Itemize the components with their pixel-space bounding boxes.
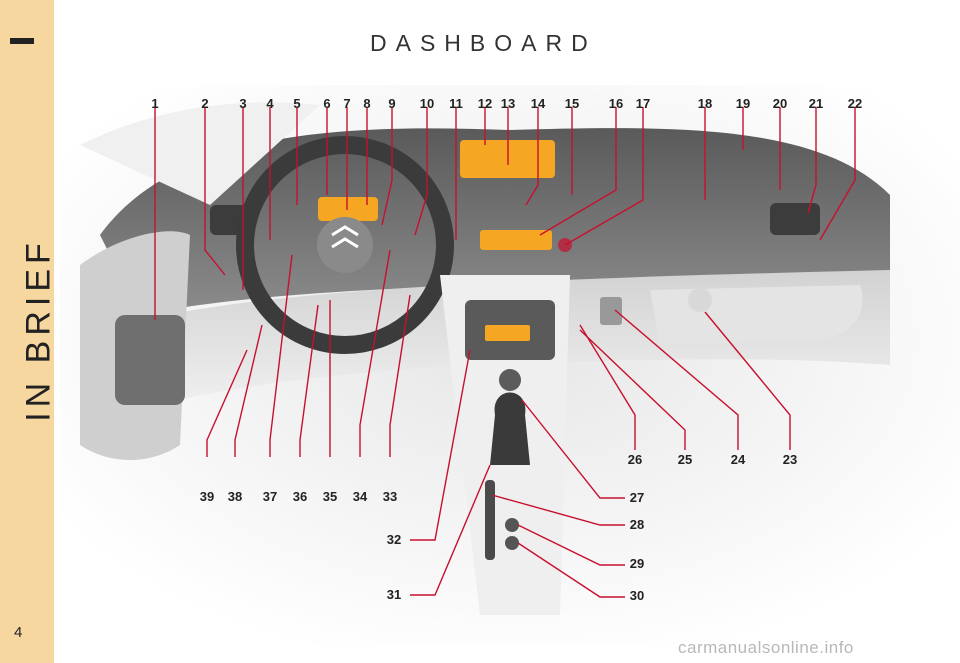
- callout-19: 19: [736, 96, 750, 111]
- dashboard-diagram: 1 2 3 4 5 6 7 8 9 10 11 12 13 14 15 16 1…: [60, 85, 960, 645]
- callout-31: 31: [387, 587, 401, 602]
- callout-6: 6: [323, 96, 330, 111]
- callout-23: 23: [783, 452, 797, 467]
- callout-29: 29: [630, 556, 644, 571]
- page-number: 4: [14, 624, 22, 641]
- page-title: DASHBOARD: [370, 30, 597, 57]
- callout-26: 26: [628, 452, 642, 467]
- callout-36: 36: [293, 489, 307, 504]
- side-tab: IN BRIEF 4: [0, 0, 54, 663]
- callout-15: 15: [565, 96, 579, 111]
- callout-4: 4: [266, 96, 273, 111]
- callout-25: 25: [678, 452, 692, 467]
- callout-9: 9: [388, 96, 395, 111]
- callout-18: 18: [698, 96, 712, 111]
- callout-32: 32: [387, 532, 401, 547]
- callout-39: 39: [200, 489, 214, 504]
- watermark: carmanualsonline.info: [678, 638, 854, 658]
- callout-1: 1: [151, 96, 158, 111]
- callout-22: 22: [848, 96, 862, 111]
- callout-16: 16: [609, 96, 623, 111]
- callout-34: 34: [353, 489, 367, 504]
- callout-8: 8: [363, 96, 370, 111]
- callout-28: 28: [630, 517, 644, 532]
- callout-2: 2: [201, 96, 208, 111]
- callout-14: 14: [531, 96, 545, 111]
- callout-27: 27: [630, 490, 644, 505]
- callout-30: 30: [630, 588, 644, 603]
- tab-marker: [10, 38, 34, 44]
- callout-3: 3: [239, 96, 246, 111]
- callout-13: 13: [501, 96, 515, 111]
- callout-35: 35: [323, 489, 337, 504]
- callout-17: 17: [636, 96, 650, 111]
- callout-12: 12: [478, 96, 492, 111]
- section-title-vertical: IN BRIEF: [20, 238, 59, 422]
- callout-24: 24: [731, 452, 745, 467]
- callout-37: 37: [263, 489, 277, 504]
- callout-33: 33: [383, 489, 397, 504]
- callout-10: 10: [420, 96, 434, 111]
- dashboard-illustration: [60, 85, 960, 645]
- callout-11: 11: [449, 96, 463, 111]
- callout-21: 21: [809, 96, 823, 111]
- callout-38: 38: [228, 489, 242, 504]
- callout-7: 7: [343, 96, 350, 111]
- callout-20: 20: [773, 96, 787, 111]
- callout-5: 5: [293, 96, 300, 111]
